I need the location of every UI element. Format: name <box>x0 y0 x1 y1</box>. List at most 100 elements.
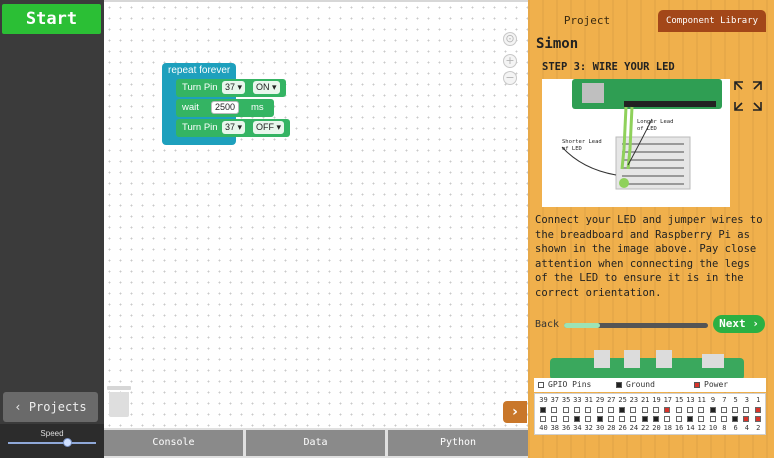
pin-number: 15 <box>674 396 684 404</box>
left-sidebar: Start ‹ Projects Speed <box>0 0 104 458</box>
pin-39-square <box>540 407 546 413</box>
projects-button[interactable]: ‹ Projects <box>3 392 98 422</box>
pin-number: 17 <box>663 396 673 404</box>
pin-number: 20 <box>652 424 661 432</box>
expand-icon[interactable] <box>733 80 763 112</box>
pin-4-square <box>743 416 750 422</box>
wiring-diagram: Longer Lead of LED Shorter Lead of LED <box>542 79 730 207</box>
pin-dropdown[interactable]: 37 ▾ <box>222 121 246 134</box>
pin-2-square <box>754 416 761 422</box>
pin-number: 33 <box>573 396 582 404</box>
pin-32-square <box>585 416 592 422</box>
chevron-right-icon[interactable]: › <box>503 401 527 423</box>
usb-port <box>582 83 604 103</box>
pin-number: 36 <box>561 424 571 432</box>
pin-number: 30 <box>595 424 605 432</box>
state-dropdown[interactable]: OFF ▾ <box>253 121 285 134</box>
pin-15-square <box>675 407 682 413</box>
pin-16-square <box>675 416 682 422</box>
pin-10-square <box>709 416 716 422</box>
pin-number: 18 <box>663 424 673 432</box>
pin-8-square <box>720 416 727 422</box>
bottom-tab-bar: Console Data Python <box>104 428 528 458</box>
legend-ground: Ground <box>616 378 655 392</box>
tab-component-library[interactable]: Component Library <box>658 10 766 32</box>
turn-pin-on-block[interactable]: Turn Pin 37 ▾ ON ▾ <box>176 79 286 97</box>
label-longer-lead: Longer Lead <box>637 119 673 125</box>
turn-pin-off-block[interactable]: Turn Pin 37 ▾ OFF ▾ <box>176 119 290 137</box>
pin-36-square <box>562 416 569 422</box>
pin-22-square <box>641 416 648 422</box>
pin-number: 35 <box>561 396 571 404</box>
minus-icon[interactable]: − <box>503 71 517 85</box>
led <box>619 178 629 188</box>
pi-board-illustration <box>550 350 744 380</box>
legend-gpio: GPIO Pins <box>538 378 591 392</box>
pin-40-square <box>540 416 546 422</box>
repeat-forever-label: repeat forever <box>168 65 231 76</box>
step-progress-fill <box>564 323 600 328</box>
trash-icon[interactable] <box>107 386 131 418</box>
pin-dropdown[interactable]: 37 ▾ <box>222 81 246 94</box>
start-button[interactable]: Start <box>2 4 101 34</box>
step-instructions: Connect your LED and jumper wires to the… <box>535 214 763 299</box>
step-progress-bar <box>564 323 708 328</box>
pin-20-square <box>653 416 659 422</box>
pin-9-square <box>709 407 716 413</box>
pin-number: 4 <box>744 424 749 432</box>
pin-26-square <box>619 416 626 422</box>
pin-14-square <box>686 416 693 422</box>
state-dropdown[interactable]: ON ▾ <box>253 81 280 94</box>
speed-slider-thumb[interactable] <box>63 438 73 447</box>
pin-19-square <box>653 407 659 413</box>
pin-33-square <box>573 407 580 413</box>
pin-number: 23 <box>629 396 639 404</box>
green-wire <box>626 106 634 170</box>
block-label: Turn Pin <box>182 122 218 133</box>
wait-value-input[interactable]: 2500 <box>211 101 240 114</box>
wait-unit-label: ms <box>251 102 264 113</box>
pin-number: 39 <box>539 396 548 404</box>
plus-icon[interactable]: + <box>503 54 517 68</box>
pin-number: 40 <box>539 424 548 432</box>
pin-34-square <box>573 416 580 422</box>
gpio-header <box>624 101 716 107</box>
pin-28-square <box>607 416 614 422</box>
pin-23-square <box>630 407 637 413</box>
pin-24-square <box>630 416 637 422</box>
pin-29-square <box>596 407 603 413</box>
speed-slider-track[interactable] <box>8 442 96 444</box>
pin-13-square <box>686 407 693 413</box>
back-button[interactable]: Back <box>535 319 560 330</box>
pin-38-square <box>551 416 558 422</box>
pin-35-square <box>562 407 569 413</box>
pin-number: 7 <box>722 396 727 404</box>
project-title: Simon <box>536 36 579 52</box>
wait-block[interactable]: wait 2500 ms <box>176 99 274 117</box>
wiring-diagram-svg: Longer Lead of LED Shorter Lead of LED <box>561 79 722 190</box>
pin-number: 3 <box>744 396 749 404</box>
next-button[interactable]: Next › <box>713 315 765 333</box>
pin-number: 26 <box>618 424 627 432</box>
pin-number: 27 <box>607 396 616 404</box>
tab-python[interactable]: Python <box>388 430 528 456</box>
pin-number: 29 <box>595 396 605 404</box>
pin-37-square <box>551 407 558 413</box>
pin-number: 9 <box>710 396 716 404</box>
speed-control: Speed <box>0 424 104 458</box>
pin-1-square <box>754 407 761 413</box>
pin-3-square <box>743 407 750 413</box>
tab-console[interactable]: Console <box>104 430 243 456</box>
pin-number: 8 <box>722 424 727 432</box>
pin-number: 6 <box>733 424 738 432</box>
pin-number: 25 <box>618 396 627 404</box>
pin-11-square <box>698 407 705 413</box>
tab-data[interactable]: Data <box>246 430 385 456</box>
pin-number: 1 <box>756 396 761 404</box>
pin-21-square <box>641 407 648 413</box>
tab-project[interactable]: Project <box>563 14 611 27</box>
pin-number: 12 <box>697 424 706 432</box>
target-icon[interactable]: ⊙ <box>503 32 517 46</box>
